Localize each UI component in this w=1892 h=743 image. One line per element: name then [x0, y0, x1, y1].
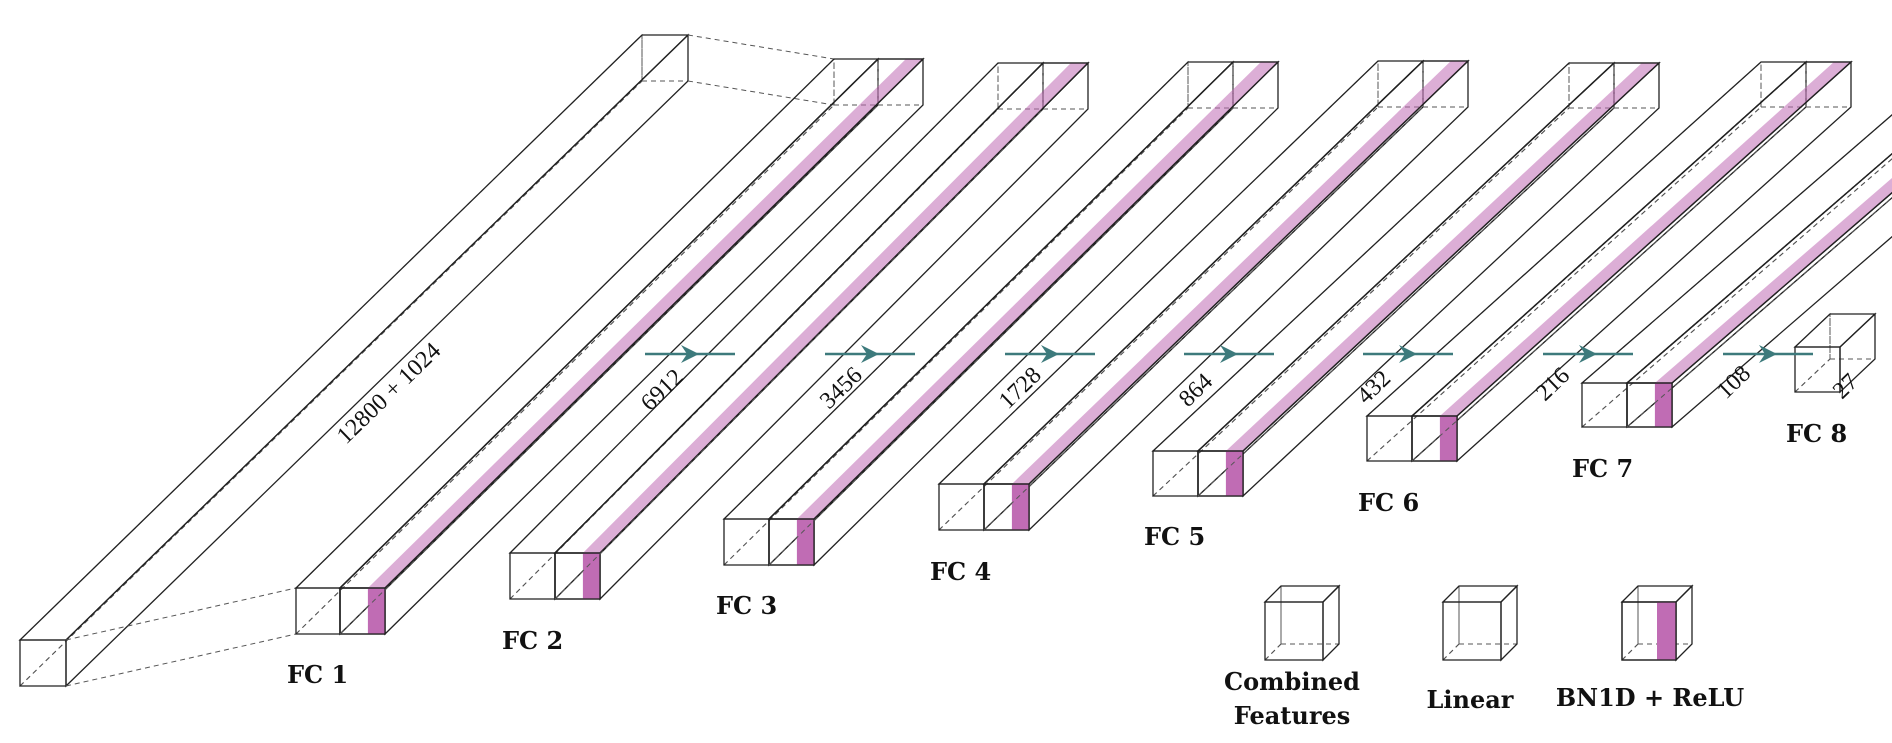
- fc3-layer-relu-strip: [796, 519, 814, 565]
- fc5-layer-joint-hidden: [1197, 107, 1615, 497]
- fc1-layer-relu-top-strip: [367, 59, 923, 588]
- fc5-dimension-label: 432: [1352, 366, 1396, 410]
- fc6-layer-joint-hidden: [1411, 106, 1807, 462]
- fc4-layer-linear-hidden-depth-edge: [938, 106, 1379, 531]
- legend-combined-swatch-hidden-depth-edge: [1264, 643, 1282, 661]
- fc8-linear-top-face: [1793, 313, 1877, 348]
- fc6-layer-bn-relu-side-face: [1456, 60, 1852, 463]
- fc1-layer-bn-relu-side-face: [384, 57, 924, 636]
- fc2-dimension-label: 3456: [815, 362, 868, 414]
- fc7-layer-bn-relu-back: [1626, 153, 1892, 429]
- legend-combined-swatch-back: [1264, 584, 1282, 662]
- fc3-dimension-label: 1728: [994, 362, 1047, 414]
- fc6-layer-relu-strip: [1439, 416, 1457, 461]
- legend-combined-label-line2: Features: [1234, 701, 1351, 730]
- legend-bn-relu-label: BN1D + ReLU: [1556, 683, 1744, 712]
- projection-line-back-top: [687, 34, 835, 60]
- fc7-name-label: FC 7: [1572, 454, 1633, 483]
- legend-linear-swatch-hidden-depth-edge: [1442, 643, 1460, 661]
- legend-combined-swatch-top-face: [1263, 585, 1341, 603]
- flow-arrow-head-7: [1759, 345, 1777, 363]
- flow-arrow-head-2: [861, 345, 879, 363]
- fc3-layer-bn-top-outline: [767, 61, 1280, 520]
- layer-blocks: [294, 57, 1892, 636]
- fc2-layer-bn-top-outline: [553, 62, 1090, 554]
- fc5-layer-bn-top-outline: [1196, 62, 1661, 452]
- projection-line-bottom: [65, 633, 297, 687]
- legend-linear-swatch-side-face: [1500, 584, 1518, 662]
- fc4-dimension-label: 864: [1174, 369, 1218, 413]
- fc2-layer-relu-top-strip: [582, 63, 1088, 553]
- fc4-layer-bn-top-outline: [982, 60, 1470, 485]
- fc2-name-label: FC 2: [502, 626, 563, 655]
- fc5-layer-relu-top-strip: [1225, 63, 1659, 451]
- fc5-name-label: FC 5: [1144, 522, 1205, 551]
- fc6-dimension-label: 216: [1531, 363, 1575, 407]
- fc8-linear-front-face: [1794, 346, 1841, 393]
- fc7-layer-linear-hidden-depth-edge: [1581, 158, 1892, 428]
- fc2-layer-relu-strip: [582, 553, 600, 599]
- fc1-name-label: FC 1: [287, 660, 348, 689]
- fc3-layer-relu-top-strip: [796, 62, 1278, 519]
- fc8-name-label: FC 8: [1786, 419, 1847, 448]
- fc1-layer-linear-top-face: [294, 58, 880, 589]
- fc6-layer-relu-top-strip: [1439, 62, 1851, 416]
- legend-linear-label: Linear: [1427, 685, 1514, 714]
- legend-linear-swatch-back: [1442, 584, 1460, 662]
- fc7-layer-joint-hidden: [1626, 197, 1892, 428]
- fc2-layer-linear-top-face: [508, 62, 1045, 554]
- projection-line-back-bottom: [687, 80, 835, 106]
- fc5-layer-relu-strip: [1225, 451, 1243, 496]
- fc2-layer-joint-hidden: [554, 108, 1044, 600]
- fc3-layer-joint-hidden: [768, 107, 1234, 566]
- flow-arrow-head-5: [1399, 345, 1417, 363]
- legend-linear-swatch-top-face: [1441, 585, 1519, 603]
- fc6-layer-linear-hidden-depth-edge: [1366, 106, 1762, 462]
- fc7-layer-linear-front-face: [1581, 382, 1628, 428]
- fc7-layer-relu-strip: [1654, 383, 1672, 427]
- fc6-layer-linear-front-face: [1366, 415, 1413, 462]
- flow-arrow-head-6: [1579, 345, 1597, 363]
- legend-combined-label-line1: Combined: [1224, 667, 1360, 696]
- fc7-layer-bn-top-outline: [1625, 152, 1892, 384]
- fc1-dimension-label: 6912: [636, 364, 689, 416]
- legend-bn-relu-swatch-hidden-depth-edge: [1621, 643, 1639, 661]
- fc8-linear-hidden-depth-edge: [1794, 358, 1831, 393]
- fc3-name-label: FC 3: [716, 591, 777, 620]
- fc6-layer-bn-top-outline: [1410, 61, 1853, 417]
- fc1-layer-relu-strip: [367, 588, 385, 634]
- legend-bn-relu-swatch-side-face: [1675, 584, 1693, 662]
- fc4-layer-relu-top-strip: [1011, 61, 1468, 484]
- flow-arrow-head-4: [1220, 345, 1238, 363]
- fc1-layer-linear-back: [295, 57, 835, 636]
- legend-combined-swatch-side-face: [1322, 584, 1340, 662]
- legend-bn-outline: [1621, 601, 1677, 661]
- fc4-name-label: FC 4: [930, 557, 991, 586]
- fc6-name-label: FC 6: [1358, 488, 1419, 517]
- fc5-layer-linear-hidden-depth-edge: [1152, 107, 1570, 497]
- fc7-dimension-label: 108: [1712, 361, 1756, 405]
- combined-dimension-label: 12800 + 1024: [332, 338, 446, 449]
- fc7-layer-relu-top-strip: [1654, 177, 1892, 383]
- flow-arrow-head-3: [1041, 345, 1059, 363]
- legend-linear-swatch-front-face: [1442, 601, 1502, 661]
- legend-relu-strip: [1657, 602, 1676, 660]
- fc7-layer-linear-side-face: [1626, 152, 1892, 429]
- legend-bn-relu-swatch-back: [1621, 584, 1639, 662]
- flow-arrows: [645, 345, 1813, 363]
- fc5-layer-linear-back: [1152, 61, 1570, 498]
- fc4-layer-relu-strip: [1011, 484, 1029, 530]
- back-layer: [18, 33, 835, 688]
- legend-bn-relu-swatch-top-face: [1620, 585, 1694, 603]
- fc1-layer-linear-hidden-depth-edge: [295, 104, 835, 635]
- combined-features-block-hidden-depth-edge: [19, 80, 643, 687]
- legend-combined-swatch-front-face: [1264, 601, 1324, 661]
- fc3-layer-linear-hidden-depth-edge: [723, 107, 1189, 566]
- fc1-layer-bn-top-outline: [338, 58, 925, 589]
- projection-line-front-top: [65, 587, 297, 641]
- flow-arrow-head-1: [681, 345, 699, 363]
- fc4-layer-joint-hidden: [983, 106, 1424, 531]
